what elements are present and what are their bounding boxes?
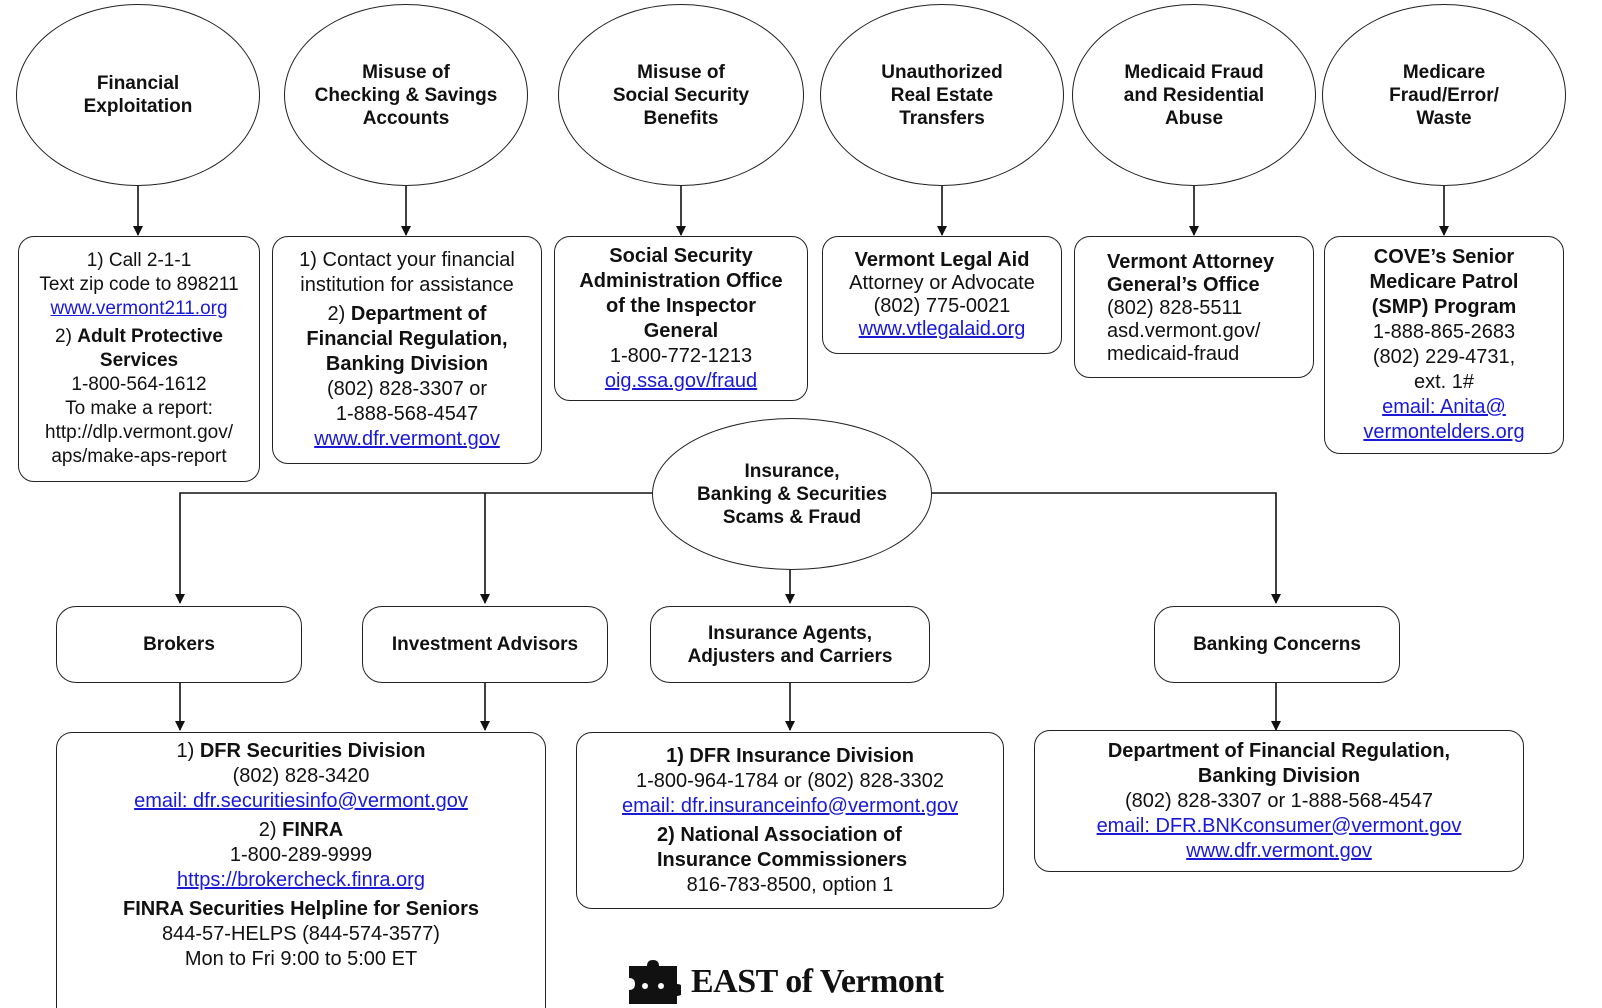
footer-logo: EAST of Vermont — [625, 960, 944, 1004]
contact-box-securities: 1) DFR Securities Division (802) 828-342… — [56, 732, 546, 1008]
contact-name: 2) National Association of Insurance Com… — [657, 823, 908, 871]
contact-phone: (802) 828-5511 — [1107, 297, 1243, 319]
subcategory-investment-advisors: Investment Advisors — [362, 606, 608, 683]
category-misuse-social-security: Misuse of Social Security Benefits — [558, 4, 804, 186]
contact-box-medicaid: Vermont Attorney General’s Office (802) … — [1074, 236, 1314, 378]
category-title: Medicare Fraud/Error/ Waste — [1389, 61, 1499, 129]
oig-ssa-link[interactable]: oig.ssa.gov/fraud — [604, 369, 758, 392]
category-title: Misuse of Social Security Benefits — [612, 61, 750, 129]
subcategory-title: Insurance Agents, Adjusters and Carriers — [687, 622, 893, 667]
email-anita-link[interactable]: email: Anita@ vermontelders.org — [1363, 396, 1525, 443]
contact-line: 1) Contact your financial institution fo… — [299, 249, 515, 296]
contact-name: COVE’s Senior Medicare Patrol (SMP) Prog… — [1369, 246, 1519, 318]
hub-title: Insurance, Banking & Securities Scams & … — [696, 460, 888, 528]
contact-number: 1) — [176, 740, 200, 762]
vtlegalaid-link[interactable]: www.vtlegalaid.org — [858, 318, 1026, 340]
insurance-email-link[interactable]: email: dfr.insuranceinfo@vermont.gov — [621, 794, 958, 817]
subcategory-insurance-agents: Insurance Agents, Adjusters and Carriers — [650, 606, 930, 683]
subcategory-title: Banking Concerns — [1193, 634, 1361, 655]
contact-number: 2) — [258, 819, 283, 841]
contact-name: Vermont Attorney General’s Office — [1107, 251, 1275, 296]
footer-org-name: EAST of Vermont — [691, 963, 944, 1000]
subcategory-title: Investment Advisors — [391, 634, 579, 655]
contact-name: FINRA — [282, 819, 344, 841]
hub-insurance-banking-securities: Insurance, Banking & Securities Scams & … — [652, 418, 932, 570]
category-unauthorized-real-estate: Unauthorized Real Estate Transfers — [820, 4, 1064, 186]
contact-box-social-security: Social Security Administration Office of… — [554, 236, 808, 401]
contact-number: 2) — [327, 303, 351, 325]
contact-name: FINRA Securities Helpline for Seniors — [122, 898, 479, 920]
vermont211-link[interactable]: www.vermont211.org — [50, 298, 228, 319]
subcategory-banking-concerns: Banking Concerns — [1154, 606, 1400, 683]
category-title: Unauthorized Real Estate Transfers — [881, 61, 1003, 129]
contact-line: 1) Call 2-1-1 — [86, 250, 192, 271]
dfr-link[interactable]: www.dfr.vermont.gov — [314, 428, 500, 450]
contact-phone: 1-800-564-1612 — [71, 374, 207, 395]
contact-box-medicare: COVE’s Senior Medicare Patrol (SMP) Prog… — [1324, 236, 1564, 454]
contact-box-banking: Department of Financial Regulation, Bank… — [1034, 730, 1524, 872]
category-title: Financial Exploitation — [83, 73, 193, 117]
contact-name: DFR Securities Division — [199, 740, 426, 762]
contact-phone: 816-783-8500, option 1 — [686, 873, 894, 896]
contact-phone: 1-800-772-1213 — [609, 344, 753, 367]
subcategory-brokers: Brokers — [56, 606, 302, 683]
contact-line: To make a report: — [65, 398, 213, 419]
subcategory-title: Brokers — [143, 634, 215, 655]
contact-phone: 844-57-HELPS (844-574-3577) — [162, 923, 440, 945]
contact-box-financial-exploitation: 1) Call 2-1-1 Text zip code to 898211 ww… — [18, 236, 260, 482]
category-medicare-fraud: Medicare Fraud/Error/ Waste — [1322, 4, 1566, 186]
contact-line: Attorney or Advocate — [849, 272, 1035, 294]
contact-number: 2) — [55, 326, 78, 347]
banking-dfr-link[interactable]: www.dfr.vermont.gov — [1186, 839, 1372, 862]
contact-line: Text zip code to 898211 — [39, 274, 239, 295]
contact-name: Social Security Administration Office of… — [579, 244, 783, 342]
contact-name: Adult Protective Services — [77, 326, 223, 371]
puzzle-logo-icon — [629, 960, 681, 1004]
contact-name: Department of Financial Regulation, Bank… — [306, 303, 508, 375]
contact-box-insurance: 1) DFR Insurance Division 1-800-964-1784… — [576, 732, 1004, 909]
contact-name: 1) DFR Insurance Division — [666, 744, 914, 767]
banking-email-link[interactable]: email: DFR.BNKconsumer@vermont.gov — [1096, 814, 1462, 837]
contact-hours: Mon to Fri 9:00 to 5:00 ET — [184, 948, 418, 970]
contact-box-checking-savings: 1) Contact your financial institution fo… — [272, 236, 542, 464]
contact-phone: (802) 775-0021 — [873, 295, 1011, 317]
category-title: Misuse of Checking & Savings Accounts — [314, 61, 498, 129]
contact-phone: (802) 229-4731, ext. 1# — [1372, 346, 1516, 393]
contact-phone: (802) 828-3420 — [232, 765, 370, 787]
contact-phone: 1-888-865-2683 — [1372, 321, 1516, 343]
securities-email-link[interactable]: email: dfr.securitiesinfo@vermont.gov — [134, 790, 468, 812]
contact-website: asd.vermont.gov/ medicaid-fraud — [1107, 320, 1261, 365]
contact-name: Vermont Legal Aid — [854, 249, 1030, 271]
category-misuse-checking-savings: Misuse of Checking & Savings Accounts — [284, 4, 528, 186]
contact-phone: 1-800-289-9999 — [229, 844, 373, 866]
category-medicaid-fraud: Medicaid Fraud and Residential Abuse — [1072, 4, 1316, 186]
report-url: http://dlp.vermont.gov/ aps/make-aps-rep… — [45, 422, 233, 467]
contact-phone: (802) 828-3307 or 1-888-568-4547 — [326, 378, 488, 425]
contact-phone: 1-800-964-1784 or (802) 828-3302 — [636, 769, 944, 792]
contact-phone: (802) 828-3307 or 1-888-568-4547 — [1125, 789, 1433, 812]
brokercheck-link[interactable]: https://brokercheck.finra.org — [177, 869, 425, 891]
category-financial-exploitation: Financial Exploitation — [16, 4, 260, 186]
contact-box-real-estate: Vermont Legal Aid Attorney or Advocate (… — [822, 236, 1062, 354]
contact-name: Department of Financial Regulation, Bank… — [1107, 739, 1451, 787]
category-title: Medicaid Fraud and Residential Abuse — [1123, 61, 1265, 129]
